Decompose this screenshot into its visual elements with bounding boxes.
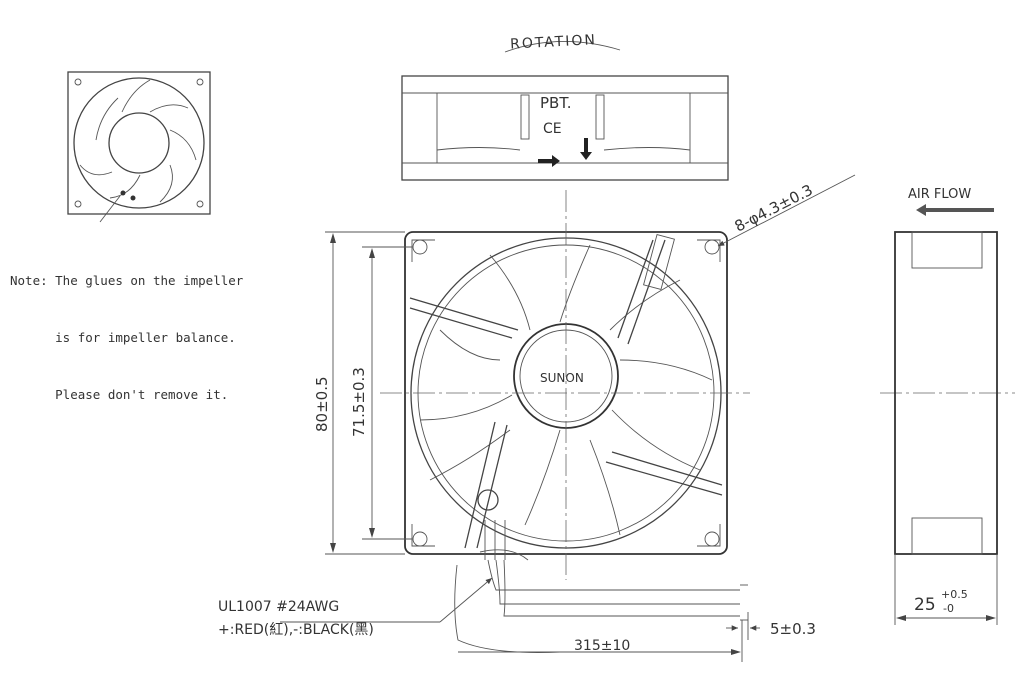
top-view: ROTATION PBT. CE bbox=[401, 32, 729, 181]
note-text: Note: The glues on the impeller is for i… bbox=[10, 233, 300, 423]
side-view: AIR FLOW 25 +0.5 -0 bbox=[894, 187, 998, 625]
note-line-2: is for impeller balance. bbox=[10, 330, 236, 345]
height-dimensions: 80±0.5 71.5±0.3 bbox=[313, 231, 412, 555]
note-line-1: Note: The glues on the impeller bbox=[10, 273, 244, 288]
depth-tol-minus: -0 bbox=[943, 602, 954, 615]
note-line-3: Please don't remove it. bbox=[10, 387, 229, 402]
small-front-view bbox=[67, 71, 211, 223]
lead-length-label: 315±10 bbox=[574, 638, 630, 654]
wire-type-label: UL1007 #24AWG bbox=[218, 599, 339, 615]
hole-spec-label: 8-φ4.3±0.3 bbox=[732, 181, 816, 236]
outer-height-label: 80±0.5 bbox=[313, 376, 331, 432]
wire-colors-label: +:RED(紅),-:BLACK(黑) bbox=[218, 622, 374, 638]
brand-label: SUNON bbox=[540, 371, 584, 385]
ce-mark: CE bbox=[543, 121, 562, 137]
arrow-down-icon bbox=[580, 138, 592, 160]
air-flow-label: AIR FLOW bbox=[908, 187, 971, 202]
depth-tol-plus: +0.5 bbox=[941, 588, 968, 601]
wire-leads: UL1007 #24AWG +:RED(紅),-:BLACK(黑) 315±10… bbox=[218, 559, 816, 662]
arrow-right-icon bbox=[538, 155, 560, 167]
depth-label: 25 bbox=[914, 595, 936, 615]
inner-height-label: 71.5±0.3 bbox=[350, 367, 368, 437]
strip-length-label: 5±0.3 bbox=[770, 620, 816, 638]
rotation-label: ROTATION bbox=[510, 32, 598, 53]
air-flow-arrow-icon bbox=[916, 204, 994, 216]
pbt-label: PBT. bbox=[540, 94, 572, 112]
